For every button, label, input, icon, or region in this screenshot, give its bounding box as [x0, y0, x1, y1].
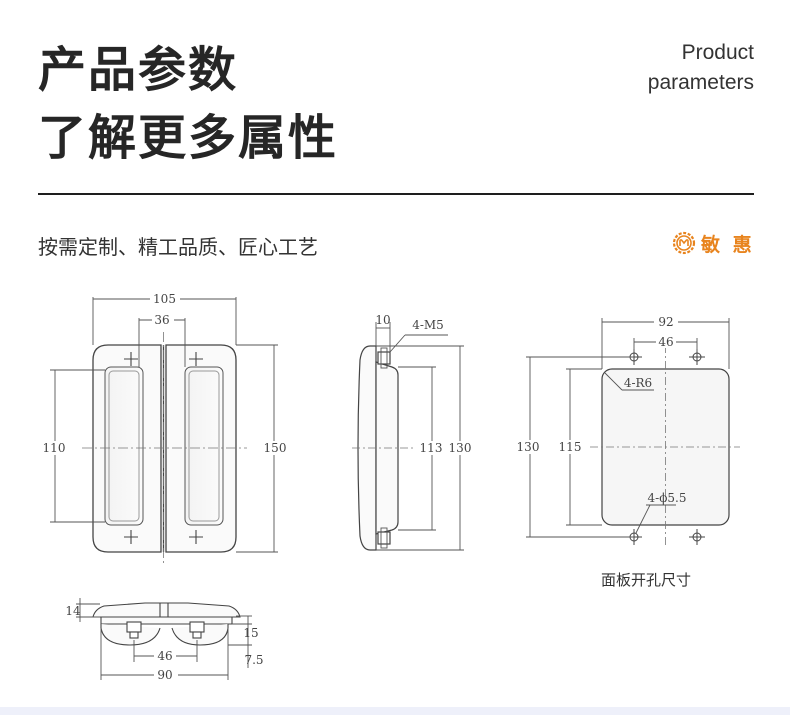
brand-logo-icon: [672, 231, 696, 255]
dim-cutout-radius: 4-R6: [624, 376, 652, 390]
dim-side-height-outer: 130: [449, 441, 472, 455]
dim-cutout-height-inner: 115: [559, 440, 582, 454]
grip-right: [184, 366, 224, 526]
page-title-line-2: 了解更多属性: [38, 110, 339, 166]
english-title-line-2: parameters: [647, 71, 754, 94]
brand-logo: 敏 惠: [672, 230, 755, 256]
side-view: [352, 322, 472, 551]
dim-bottom-spacing: 46: [157, 649, 172, 663]
dim-front-width: 105: [153, 292, 176, 306]
dim-bottom-offset: 7.5: [244, 653, 263, 667]
bottom-view: [76, 598, 252, 681]
dim-front-height-inner: 110: [43, 441, 66, 455]
grip-left: [104, 366, 144, 526]
dim-bottom-thickness: 14: [65, 604, 81, 618]
slogan-text: 按需定制、精工品质、匠心工艺: [38, 235, 318, 259]
dim-cutout-width: 92: [658, 315, 673, 329]
dim-front-height-outer: 150: [264, 441, 287, 455]
bottom-band: [0, 707, 790, 715]
page-title-line-1: 产品参数: [38, 42, 239, 98]
dim-side-height-inner: 113: [420, 441, 443, 455]
dim-bottom-width: 90: [157, 668, 172, 682]
header-divider: [38, 193, 754, 195]
dim-side-screw-label: 4-M5: [412, 318, 444, 332]
cutout-view: [514, 316, 740, 548]
dim-bottom-depth: 15: [243, 626, 258, 640]
dim-cutout-height-outer: 130: [517, 440, 540, 454]
english-title-line-1: Product: [681, 41, 754, 64]
dim-front-inner-spacing: 36: [154, 313, 169, 327]
dim-cutout-hole-diameter: 4-ϕ5.5: [648, 491, 687, 505]
dim-side-thickness: 10: [375, 313, 390, 327]
cutout-caption: 面板开孔尺寸: [601, 571, 691, 589]
front-view: [45, 293, 288, 565]
dim-cutout-hole-spacing: 46: [658, 335, 673, 349]
brand-name: 敏 惠: [701, 233, 755, 256]
